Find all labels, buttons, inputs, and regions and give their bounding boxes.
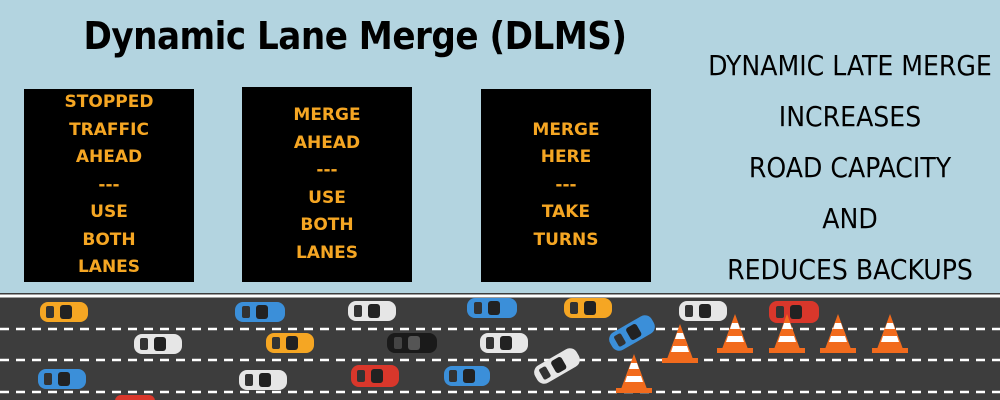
- car-icon: [387, 333, 437, 353]
- benefit-line: DYNAMIC LATE MERGE: [708, 49, 992, 82]
- car-icon: [679, 301, 727, 321]
- sign-line: ---: [98, 174, 120, 195]
- page-title: Dynamic Lane Merge (DLMS): [83, 14, 627, 58]
- sign-line: HERE: [540, 147, 592, 168]
- car-icon: [266, 333, 314, 353]
- car-icon: [115, 395, 155, 400]
- traffic-cone-icon: [616, 354, 652, 393]
- sign-line: ---: [555, 174, 577, 195]
- car-icon: [564, 298, 612, 318]
- traffic-cone-icon: [872, 314, 908, 353]
- sign-line: ---: [316, 160, 338, 180]
- sign-merge-ahead: MERGE AHEAD --- USE BOTH LANES: [242, 87, 412, 282]
- sign-line: STOPPED: [64, 92, 154, 113]
- car-icon: [239, 370, 287, 390]
- sign-line: MERGE: [293, 105, 361, 125]
- sign-line: TAKE: [541, 202, 591, 223]
- highway-illustration: [0, 293, 1000, 400]
- traffic-cone-icon: [769, 314, 805, 353]
- sign-line: TURNS: [533, 229, 599, 250]
- traffic-cone-icon: [820, 314, 856, 353]
- sign-merge-here: MERGE HERE --- TAKE TURNS: [481, 89, 651, 282]
- traffic-cone-icon: [717, 314, 753, 353]
- car-icon: [769, 301, 819, 323]
- car-icon: [134, 334, 182, 354]
- car-icon: [235, 302, 285, 322]
- car-icon: [348, 301, 396, 321]
- benefit-line: AND: [822, 202, 878, 235]
- car-icon: [444, 366, 490, 386]
- sign-line: AHEAD: [293, 132, 361, 153]
- car-icon: [467, 298, 517, 318]
- sign-line: BOTH: [82, 229, 136, 250]
- car-icon: [609, 315, 655, 351]
- sign-line: USE: [308, 187, 346, 208]
- sign-line: AHEAD: [75, 147, 143, 168]
- benefit-line: INCREASES: [778, 100, 922, 133]
- sign-line: MERGE: [532, 119, 600, 140]
- car-icon: [534, 348, 580, 384]
- benefit-statement: DYNAMIC LATE MERGE INCREASES ROAD CAPACI…: [700, 40, 1000, 295]
- car-icon: [38, 369, 86, 389]
- car-icon: [40, 302, 88, 322]
- car-icon: [351, 365, 399, 387]
- sign-line: LANES: [77, 257, 141, 278]
- traffic-cone-icon: [662, 324, 698, 363]
- sign-line: USE: [90, 202, 128, 223]
- sign-stopped-traffic: STOPPED TRAFFIC AHEAD --- USE BOTH LANES: [24, 89, 194, 282]
- sign-line: BOTH: [300, 215, 354, 235]
- benefit-line: ROAD CAPACITY: [748, 151, 952, 184]
- sign-line: TRAFFIC: [69, 119, 149, 140]
- sign-line: LANES: [295, 242, 359, 263]
- benefit-line: REDUCES BACKUPS: [727, 253, 973, 286]
- car-icon: [480, 333, 528, 353]
